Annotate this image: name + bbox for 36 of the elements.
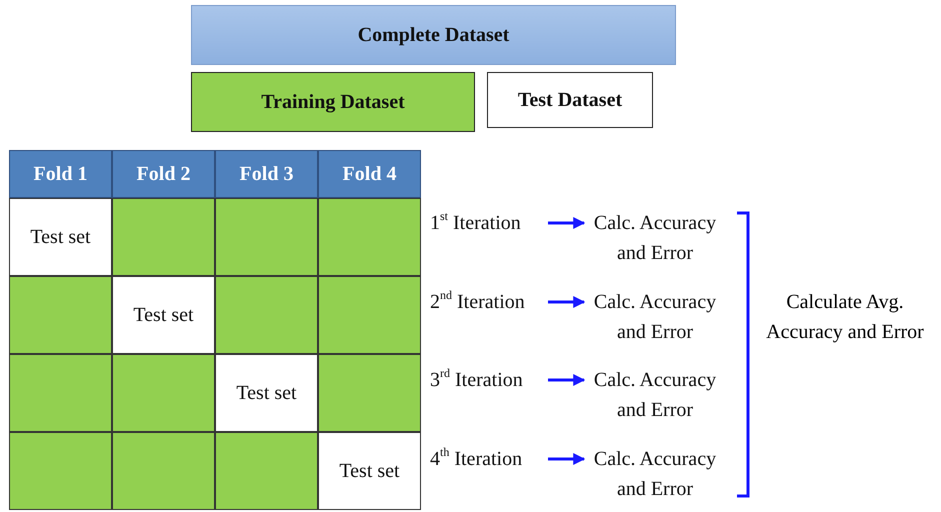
arrow — [548, 453, 586, 465]
training-dataset-box: Training Dataset — [191, 72, 475, 132]
calc-accuracy-label: Calc. Accuracy and Error — [582, 287, 728, 347]
test-set-cell: Test set — [318, 432, 421, 510]
training-cell — [318, 354, 421, 432]
training-cell — [318, 198, 421, 276]
arrow — [548, 296, 586, 308]
calc-accuracy-label: Calc. Accuracy and Error — [582, 444, 728, 504]
training-cell — [112, 354, 215, 432]
fold-header: Fold 1 — [9, 150, 112, 198]
test-set-cell: Test set — [215, 354, 318, 432]
training-cell — [112, 198, 215, 276]
training-cell — [9, 276, 112, 354]
fold-header: Fold 4 — [318, 150, 421, 198]
test-set-cell: Test set — [9, 198, 112, 276]
training-cell — [318, 276, 421, 354]
training-cell — [215, 276, 318, 354]
iteration-label: 1$^{st}$ Iteration — [430, 208, 550, 238]
summary-label: Calculate Avg. Accuracy and Error — [765, 290, 925, 345]
training-cell — [112, 432, 215, 510]
training-cell — [9, 432, 112, 510]
calc-accuracy-label: Calc. Accuracy and Error — [582, 365, 728, 425]
calc-accuracy-label: Calc. Accuracy and Error — [582, 208, 728, 268]
arrow — [548, 374, 586, 386]
dataset-bar: Complete Dataset — [191, 5, 676, 65]
test-set-cell: Test set — [112, 276, 215, 354]
fold-header: Fold 3 — [215, 150, 318, 198]
test-dataset-box: Test Dataset — [487, 72, 653, 128]
iteration-label: 3$^{rd}$ Iteration — [430, 365, 550, 395]
training-cell — [215, 198, 318, 276]
iteration-label: 4$^{th}$ Iteration — [430, 444, 550, 474]
training-cell — [215, 432, 318, 510]
iteration-label: 2$^{nd}$ Iteration — [430, 287, 550, 317]
fold-header: Fold 2 — [112, 150, 215, 198]
arrow — [548, 217, 586, 229]
training-cell — [9, 354, 112, 432]
